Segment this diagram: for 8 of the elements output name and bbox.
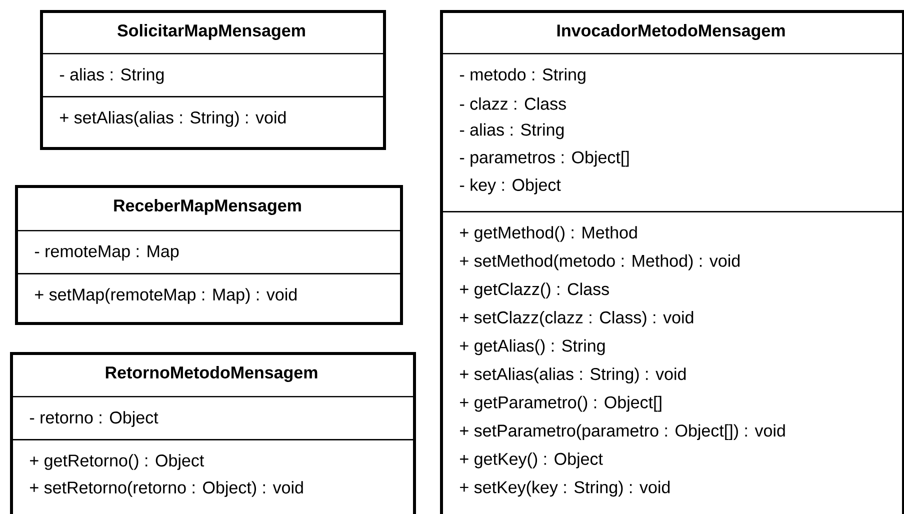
class-compartment: + getRetorno() : Object + setRetorno(retorno : Object) : void bbox=[10, 439, 414, 514]
class-compartment: + setAlias(alias : String) : void bbox=[40, 96, 384, 148]
class-compartment: - remoteMap : Map bbox=[15, 230, 402, 274]
class-compartment: + getMethod() : Method + setMethod(metodo : Method) : void + getClazz() : Class + setClazz(clazz : Class) : void + getAlias() : String + setAlias(alias : String) : void + getParametro() : Object[] + setParametro(parametro : Object[]) : void + getKey() : Object + setKey(key : String) : void bbox=[440, 211, 904, 514]
class-compartment: + setMap(remoteMap : Map) : void bbox=[15, 273, 402, 324]
class-compartment: - alias : String bbox=[40, 53, 384, 98]
class-compartment: - metodo : String - clazz : Class - alias : String - parametros : Object[] - key : Object bbox=[440, 53, 904, 212]
class-compartment: - retorno : Object bbox=[10, 396, 414, 440]
